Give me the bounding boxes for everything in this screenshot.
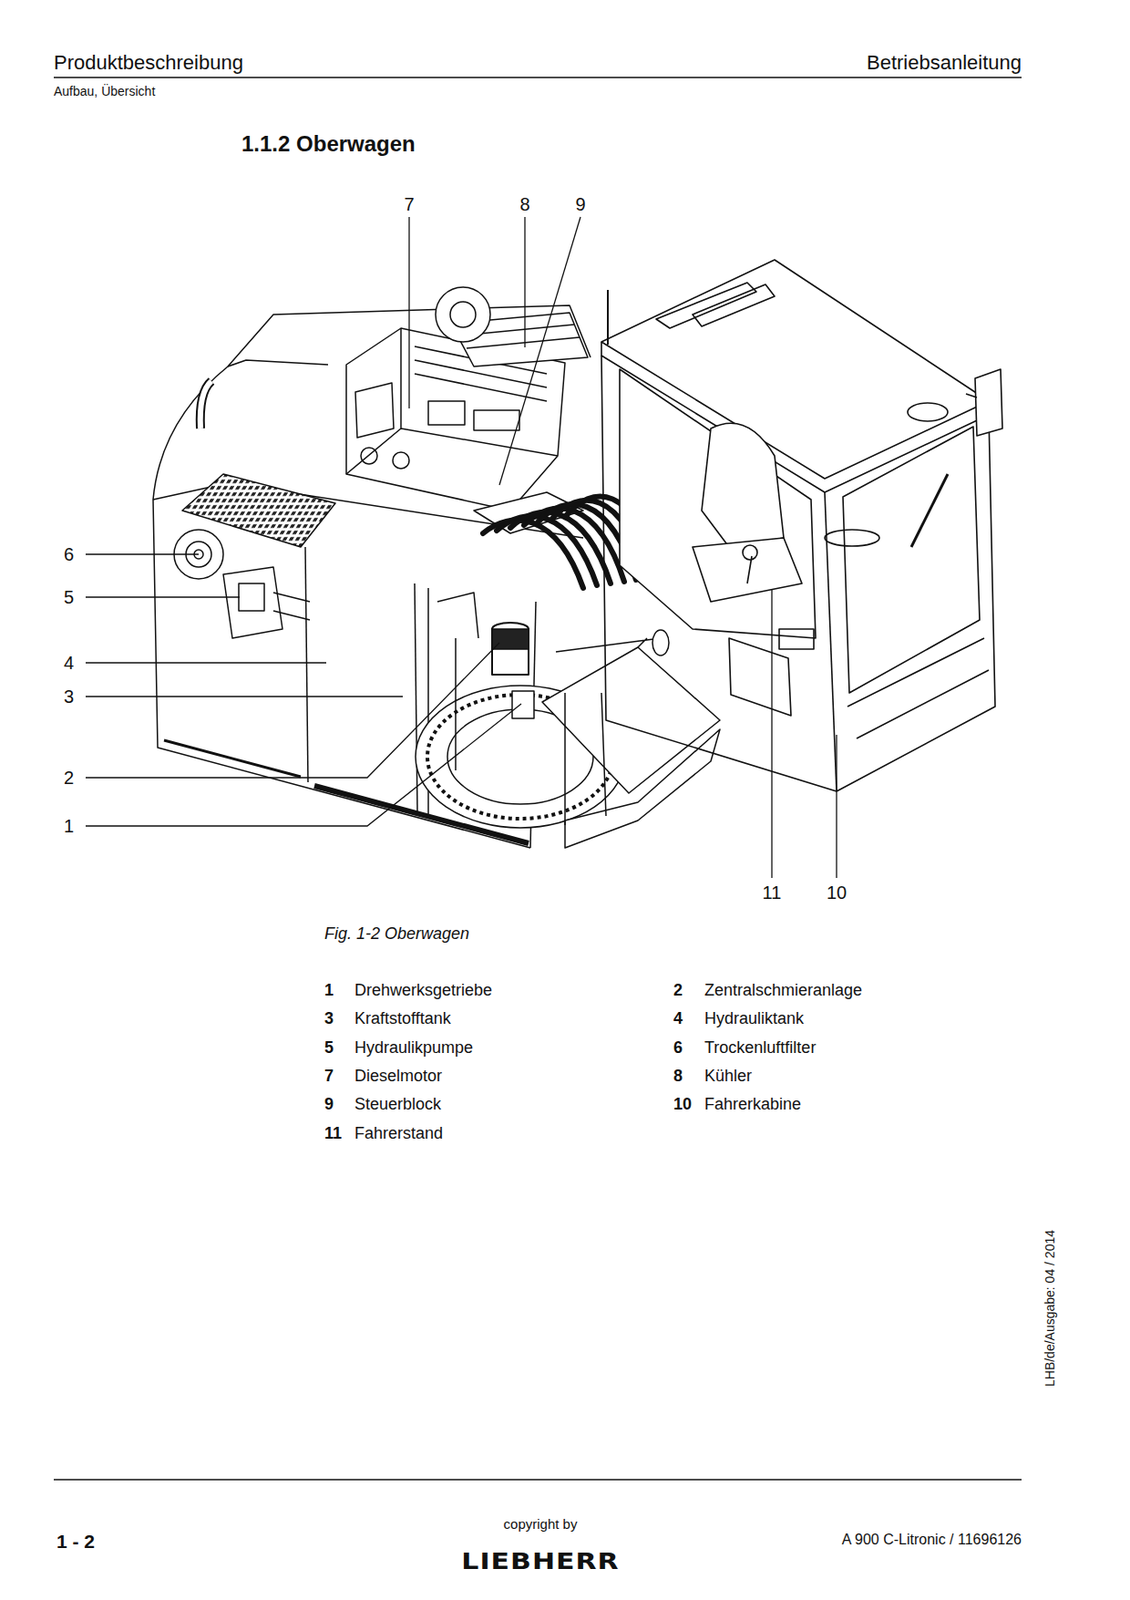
document-number: A 900 C-Litronic / 11696126 xyxy=(842,1530,1022,1548)
edition-note: LHB/de/Ausgabe: 04 / 2014 xyxy=(1043,1229,1058,1387)
footer-rule xyxy=(53,1478,1022,1480)
part-number: 6 xyxy=(673,1038,683,1058)
part-name: Trockenluftfilter xyxy=(704,1038,816,1058)
section-heading: 1.1.2 Oberwagen xyxy=(241,132,416,156)
callout-number: 6 xyxy=(63,544,74,565)
part-number: 4 xyxy=(673,1009,683,1028)
header-text: Betriebsanleitung xyxy=(866,51,1022,74)
callout-number: 2 xyxy=(63,767,74,788)
part-name: Steuerblock xyxy=(354,1095,442,1114)
part-number: 2 xyxy=(673,981,683,1000)
part-number: 9 xyxy=(324,1095,334,1114)
leader-lines xyxy=(85,216,837,878)
callout-number: 5 xyxy=(63,586,74,607)
callout-number: 9 xyxy=(575,194,586,215)
part-number: 10 xyxy=(673,1095,692,1114)
callout-number: 10 xyxy=(826,882,847,903)
part-name: Kraftstofftank xyxy=(354,1009,452,1028)
part-name: Hydrauliktank xyxy=(704,1009,804,1028)
part-name: Kühler xyxy=(704,1067,752,1086)
part-number: 8 xyxy=(673,1067,683,1086)
part-name: Dieselmotor xyxy=(354,1067,442,1086)
callout-number: 8 xyxy=(519,194,530,215)
part-name: Hydraulikpumpe xyxy=(354,1038,473,1058)
callout-number: 11 xyxy=(762,882,782,903)
brand-logo: LIEBHERR xyxy=(461,1547,619,1573)
part-name: Fahrerkabine xyxy=(704,1095,802,1114)
part-number: 5 xyxy=(324,1038,334,1058)
subheader-text: Aufbau, Übersicht xyxy=(53,84,155,99)
copyright-text: copyright by xyxy=(503,1516,578,1532)
cab-drawing xyxy=(601,259,1003,791)
header-rule xyxy=(53,76,1022,79)
header-text: Produktbeschreibung xyxy=(53,51,244,74)
part-number: 11 xyxy=(324,1124,342,1143)
part-name: Drehwerksgetriebe xyxy=(354,981,493,1000)
part-name: Zentralschmieranlage xyxy=(704,981,863,1000)
part-number: 1 xyxy=(324,981,334,1000)
callout-number: 7 xyxy=(403,194,414,215)
part-number: 3 xyxy=(324,1009,334,1028)
callout-number: 4 xyxy=(63,652,74,673)
page-number: 1 - 2 xyxy=(56,1530,95,1552)
figure-caption: Fig. 1-2 Oberwagen xyxy=(324,924,470,944)
part-name: Fahrerstand xyxy=(354,1124,443,1143)
callout-number: 3 xyxy=(63,686,74,707)
part-number: 7 xyxy=(324,1067,334,1086)
callout-number: 1 xyxy=(63,815,74,836)
